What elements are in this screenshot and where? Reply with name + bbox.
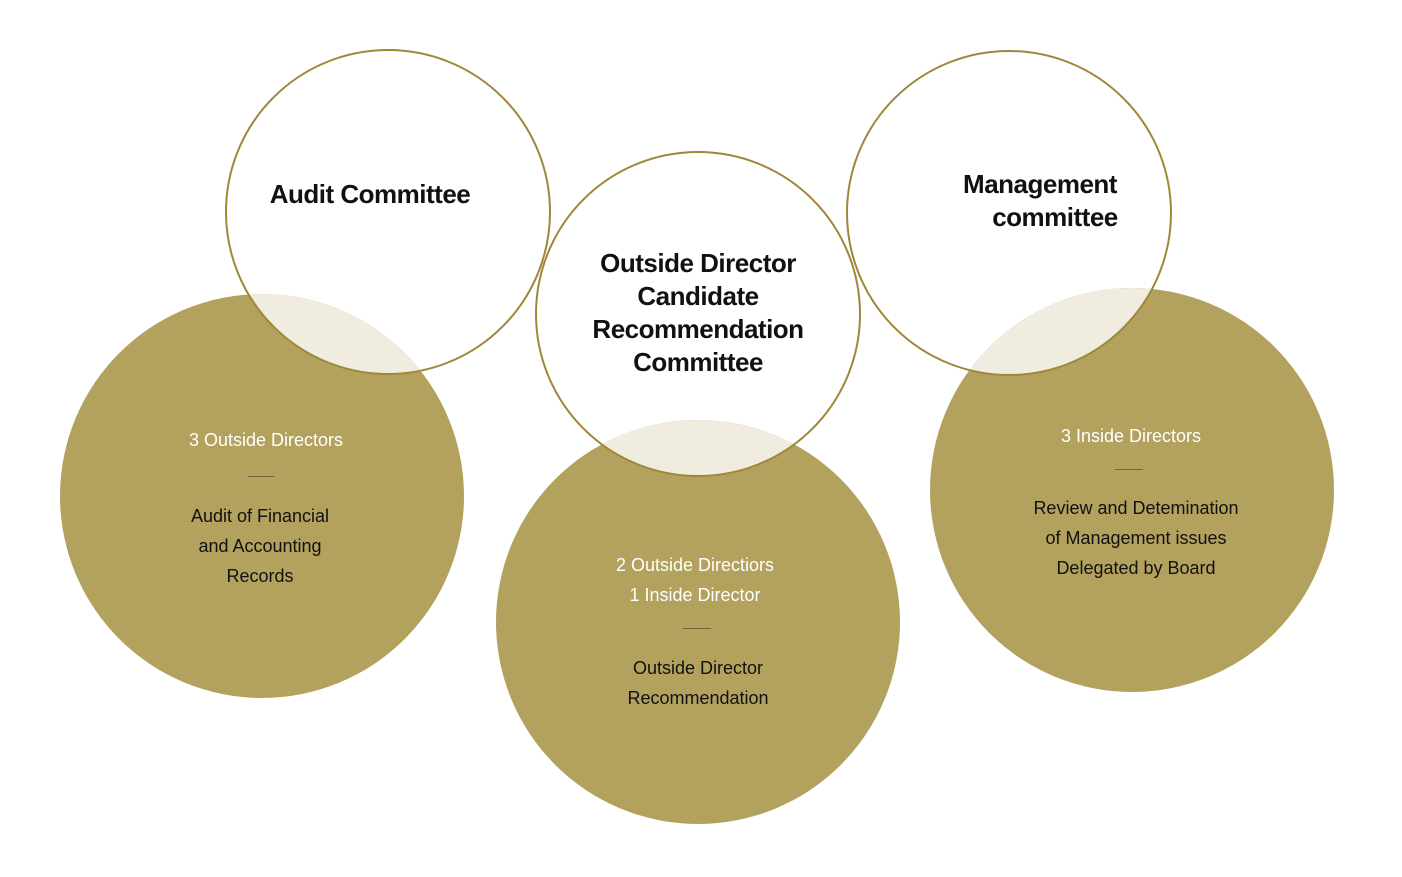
- management-committee-title: Management committee: [963, 169, 1118, 232]
- mgmt-title-circle: [846, 50, 1172, 376]
- recommendation-committee-members: 2 Outside Directiors 1 Inside Director: [615, 555, 775, 605]
- recommendation-committee-role: Outside Director Recommendation: [627, 658, 769, 708]
- audit-committee-title: Audit Committee: [269, 179, 471, 209]
- recommendation-divider: [683, 628, 711, 629]
- recommendation-committee-title: Outside Director Candidate Recommendatio…: [592, 248, 804, 377]
- management-committee-members: 3 Inside Directors: [1060, 426, 1202, 446]
- audit-committee-role: Audit of Financial and Accounting Record…: [190, 506, 330, 586]
- center-members-circle: [496, 420, 900, 824]
- management-committee-role: Review and Detemination of Management is…: [1033, 498, 1239, 578]
- mgmt-members-circle: [930, 288, 1334, 692]
- audit-divider: [248, 476, 274, 477]
- management-divider: [1115, 469, 1143, 470]
- audit-members-circle: [60, 294, 464, 698]
- center-title-circle: [535, 151, 861, 477]
- audit-committee-members: 3 Outside Directors: [188, 430, 344, 450]
- audit-title-circle: [225, 49, 551, 375]
